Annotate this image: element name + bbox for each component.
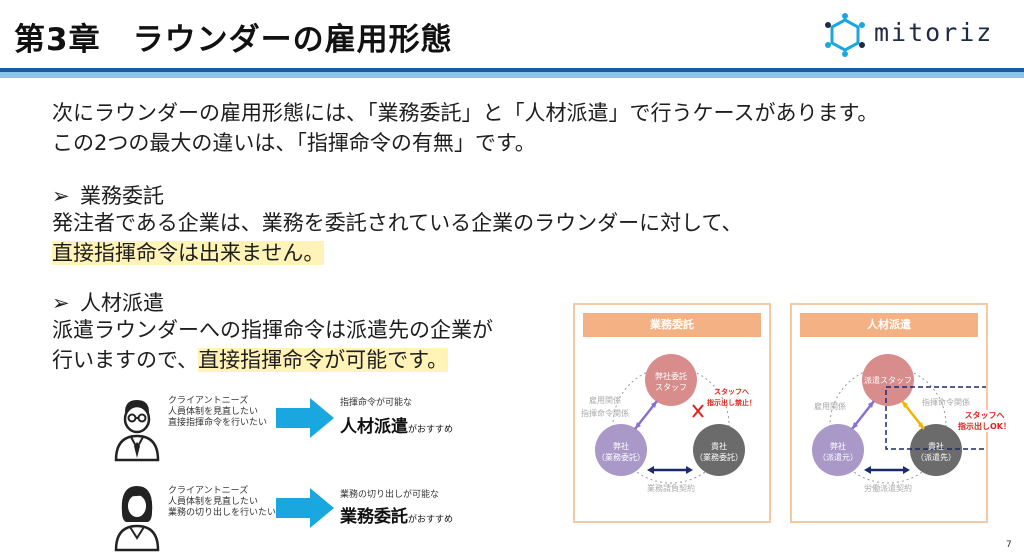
businessman-icon xyxy=(114,400,160,462)
diagram-jinzai-haken: 人材派遣 派遣スタッフ 弊社 （派遣元） 貴社 （派遣先） 雇用関係 指揮命令関… xyxy=(790,303,988,523)
section-gyomu-text-1: 発注者である企業は、業務を委託されている企業のラウンダーに対して、 xyxy=(52,211,743,235)
label-gyomu-contract: 業務請負契約 xyxy=(647,484,695,493)
label-haken-contract: 労働派遣契約 xyxy=(864,484,912,493)
section-gyomu-text-2: 直接指揮命令は出来ません。 xyxy=(52,238,325,268)
persona2-need-line-2: 業務の切り出しを行いたい xyxy=(168,508,277,518)
company-logo: mitoriz xyxy=(818,12,1018,58)
persona1-need-title: クライアントニーズ xyxy=(168,396,249,406)
highlight-direct-command-possible: 直接指揮命令が可能です。 xyxy=(198,348,449,372)
label-haken-employment: 雇用関係 xyxy=(814,402,846,411)
slide-title: 第3章 ラウンダーの雇用形態 xyxy=(14,22,453,58)
right-arrow-icon xyxy=(276,398,334,438)
right-arrow-icon xyxy=(276,488,334,528)
diagram-haken-title: 人材派遣 xyxy=(800,313,978,337)
bullet-arrow-icon: ➢ xyxy=(52,184,70,208)
label-gyomu-employment: 雇用関係 xyxy=(589,396,621,405)
diagram-haken-graphic xyxy=(812,354,986,484)
node-haken-client-label: 貴社 （派遣先） xyxy=(916,442,956,462)
node-gyomu-our-company-label: 弊社 （業務委託） xyxy=(597,442,645,462)
section-haken-text-2: 行いますので、直接指揮命令が可能です。 xyxy=(52,348,449,372)
node-gyomu-our-company xyxy=(595,424,647,476)
label-gyomu-command: 指揮命令関係 xyxy=(581,409,629,418)
persona1-need-line-2: 直接指揮命令を行いたい xyxy=(168,418,268,428)
intro-line-1: 次にラウンダーの雇用形態には、「業務委託」と「人材派遣」で行うケースがあります。 xyxy=(52,101,879,125)
persona1-need-line-1: 人員体制を見直したい xyxy=(168,407,259,417)
logo-wordmark: mitoriz xyxy=(874,18,994,47)
highlight-no-direct-command: 直接指揮命令は出来ません。 xyxy=(52,241,325,265)
diagram-gyomu-title: 業務委託 xyxy=(583,313,761,337)
persona-row-1: クライアントニーズ 人員体制を見直したい 直接指揮命令を行いたい 指揮命令が可能… xyxy=(108,392,588,462)
warning-no-instruction: スタッフへ 指示出し禁止！ xyxy=(707,388,756,407)
node-haken-client xyxy=(910,424,962,476)
header-rule-dark xyxy=(0,68,1024,72)
ok-instruction-allowed: スタッフへ 指示出しOK！ xyxy=(958,410,1011,432)
persona-row-2: クライアントニーズ 人員体制を見直したい 業務の切り出しを行いたい 業務の切り出… xyxy=(108,480,588,554)
persona1-result-recommendation: 人材派遣がおすすめ xyxy=(340,417,454,437)
node-haken-staff-label: 派遣スタッフ xyxy=(864,376,912,385)
slide-header: 第3章 ラウンダーの雇用形態 mitoriz xyxy=(0,0,1024,80)
node-gyomu-staff xyxy=(645,354,697,406)
node-gyomu-client xyxy=(693,424,745,476)
diagram-gyomu-itaku: 業務委託 弊社委託 スタッフ 弊社 （業務委託） 貴社 （業務委託） 雇用関係 … xyxy=(573,303,771,523)
node-gyomu-staff-label: 弊社委託 スタッフ xyxy=(655,372,687,392)
diagram-gyomu-graphic xyxy=(595,354,745,484)
intro-line-2: この2つの最大の違いは、「指揮命令の有無」です。 xyxy=(52,131,536,155)
persona1-result-small: 指揮命令が可能な xyxy=(340,398,413,408)
label-haken-command: 指揮命令関係 xyxy=(922,398,970,407)
logo-mark-icon xyxy=(825,13,865,57)
section-haken-heading: ➢人材派遣 xyxy=(52,291,164,315)
node-haken-staff xyxy=(862,354,914,406)
node-gyomu-client-label: 貴社 （業務委託） xyxy=(695,442,743,462)
persona2-need-title: クライアントニーズ xyxy=(168,486,249,496)
section-haken-text-1: 派遣ラウンダーへの指揮命令は派遣先の企業が xyxy=(52,318,493,342)
header-rule-light xyxy=(0,72,1024,78)
node-haken-our-company xyxy=(812,424,864,476)
node-haken-our-company-label: 弊社 （派遣元） xyxy=(818,442,858,462)
page-number: 7 xyxy=(1006,540,1012,550)
persona2-result-small: 業務の切り出しが可能な xyxy=(340,490,440,500)
persona2-result-recommendation: 業務委託がおすすめ xyxy=(340,507,454,527)
section-gyomu-heading: ➢業務委託 xyxy=(52,184,164,208)
persona2-need-line-1: 人員体制を見直したい xyxy=(168,497,259,507)
bullet-arrow-icon: ➢ xyxy=(52,291,70,315)
businesswoman-icon xyxy=(114,486,160,552)
